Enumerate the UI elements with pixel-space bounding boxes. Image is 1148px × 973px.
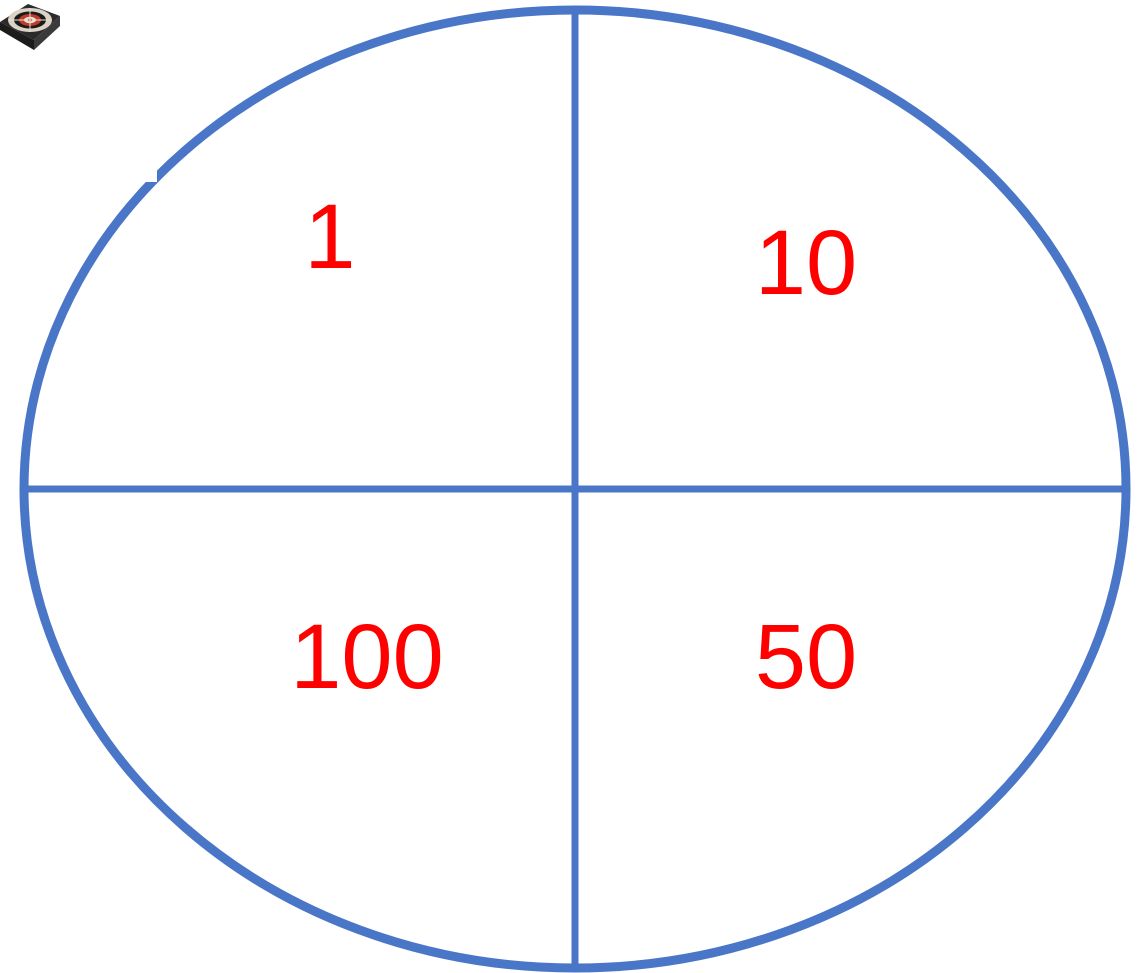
quadrant-label-top-right: 10 — [755, 212, 857, 314]
quadrant-label-bottom-left: 100 — [290, 606, 444, 708]
quadrant-label-top-left: 1 — [304, 186, 355, 288]
outline-gap — [143, 168, 157, 182]
quadrant-label-bottom-right: 50 — [755, 606, 857, 708]
